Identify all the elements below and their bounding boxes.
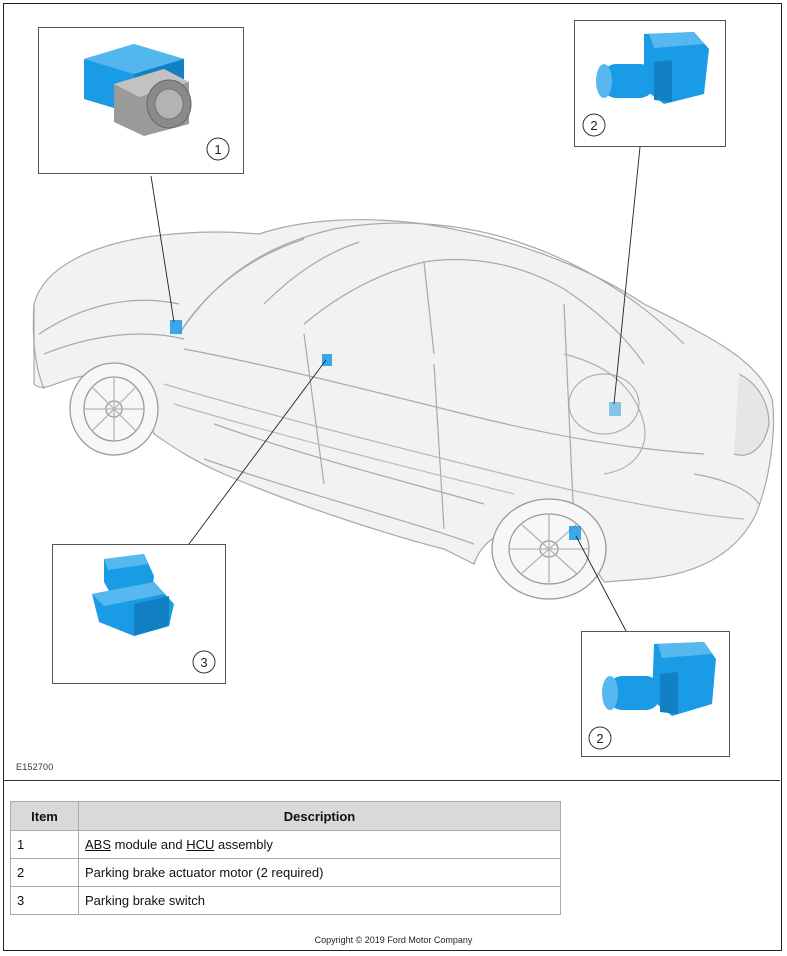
description-text: Parking brake switch — [85, 893, 205, 908]
copyright-notice: Copyright © 2019 Ford Motor Company — [314, 935, 473, 945]
parking-brake-switch-illustration — [92, 554, 174, 636]
callout-number-2-upper-text: 2 — [590, 118, 597, 133]
rear-wheel — [491, 498, 607, 600]
legend-header-item: Item — [10, 801, 79, 831]
legend-header-description: Description — [78, 801, 561, 831]
abbreviation-link[interactable]: ABS — [85, 837, 112, 852]
component-locations — [170, 320, 621, 540]
rear-right-actuator-location-marker — [609, 402, 621, 416]
description-text: Parking brake actuator motor (2 required… — [85, 865, 324, 880]
actuator-motor-illustration-lower — [602, 642, 716, 716]
callout-number-2-lower: 2 — [588, 726, 612, 750]
leader-lines — [150, 146, 641, 632]
figure-id: E152700 — [16, 762, 54, 772]
legend-item-number: 1 — [10, 830, 79, 859]
legend-item-description: Parking brake actuator motor (2 required… — [78, 858, 561, 887]
description-text: module and — [111, 837, 187, 852]
abs-hcu-location-marker — [170, 320, 182, 334]
abs-hcu-illustration — [84, 44, 192, 136]
rear-left-actuator-location-marker — [569, 526, 581, 540]
diagram-frame: 1 2 3 2 E152700 — [3, 3, 782, 951]
legend-item-number: 2 — [10, 858, 79, 887]
callout-number-2-upper: 2 — [582, 113, 606, 137]
section-divider — [4, 780, 780, 781]
front-wheel — [69, 362, 159, 456]
actuator-motor-illustration-upper — [596, 32, 709, 104]
vehicle-outline — [32, 219, 775, 583]
callout-number-3-text: 3 — [200, 655, 207, 670]
callout-number-2-lower-text: 2 — [596, 731, 603, 746]
parking-brake-switch-location-marker — [322, 354, 332, 366]
legend-item-description: ABS module and HCU assembly — [78, 830, 561, 859]
abbreviation-link[interactable]: HCU — [186, 837, 215, 852]
table-row: 2 Parking brake actuator motor (2 require… — [10, 858, 561, 887]
description-text: assembly — [214, 837, 273, 852]
legend-item-description: Parking brake switch — [78, 886, 561, 915]
callout-number-1: 1 — [206, 137, 230, 161]
callout-number-3: 3 — [192, 650, 216, 674]
vehicle-location-diagram: 1 2 3 2 — [32, 32, 775, 750]
callout-number-1-text: 1 — [214, 142, 221, 157]
legend-item-number: 3 — [10, 886, 79, 915]
table-row: 3 Parking brake switch — [10, 886, 561, 915]
legend-header-row: Item Description — [10, 801, 561, 831]
